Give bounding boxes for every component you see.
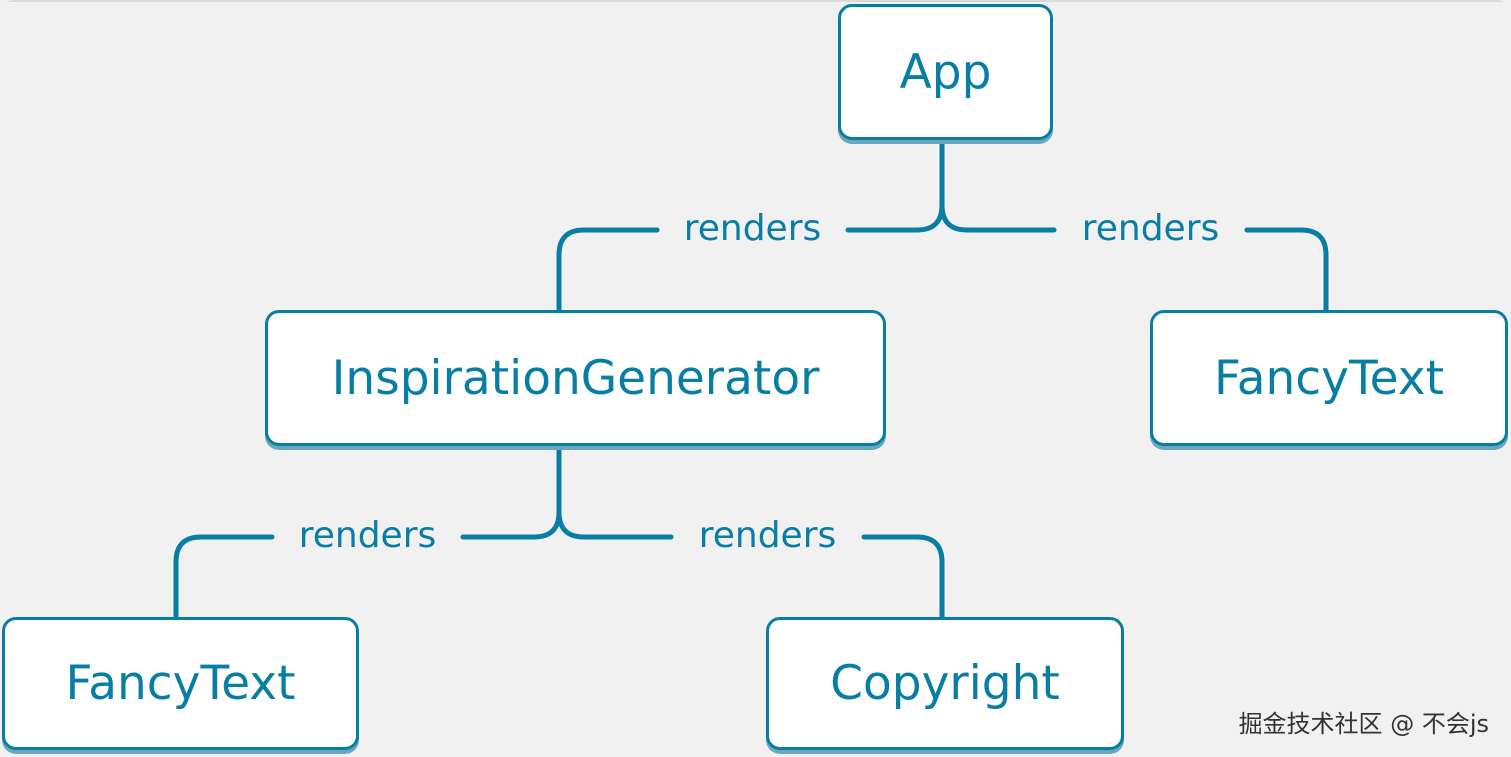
connector-inspiration-to-fancytext (173, 534, 275, 620)
connector-app-to-inspiration (556, 227, 660, 313)
watermark-text: 掘金技术社区 @ 不会js (1238, 710, 1489, 738)
top-edge-strip (0, 0, 1511, 2)
node-app: App (838, 4, 1053, 140)
edge-label-app-fancytext: renders (1081, 208, 1220, 249)
node-fancytext-left: FancyText (2, 617, 359, 750)
node-copyright: Copyright (766, 617, 1124, 750)
node-fancytext-right: FancyText (1150, 310, 1508, 446)
edge-label-app-inspiration: renders (683, 208, 822, 249)
connector-app-to-fancytext (1244, 227, 1329, 313)
edge-label-inspiration-fancytext: renders (298, 515, 437, 556)
connector-app-trunk-right (939, 202, 1057, 233)
connector-inspiration-trunk (460, 445, 562, 540)
connector-app-trunk (845, 139, 945, 233)
node-inspiration-generator: InspirationGenerator (265, 310, 886, 446)
connector-inspiration-to-copyright (861, 534, 945, 620)
connector-inspiration-trunk-right (556, 509, 674, 540)
edge-label-inspiration-copyright: renders (698, 515, 837, 556)
